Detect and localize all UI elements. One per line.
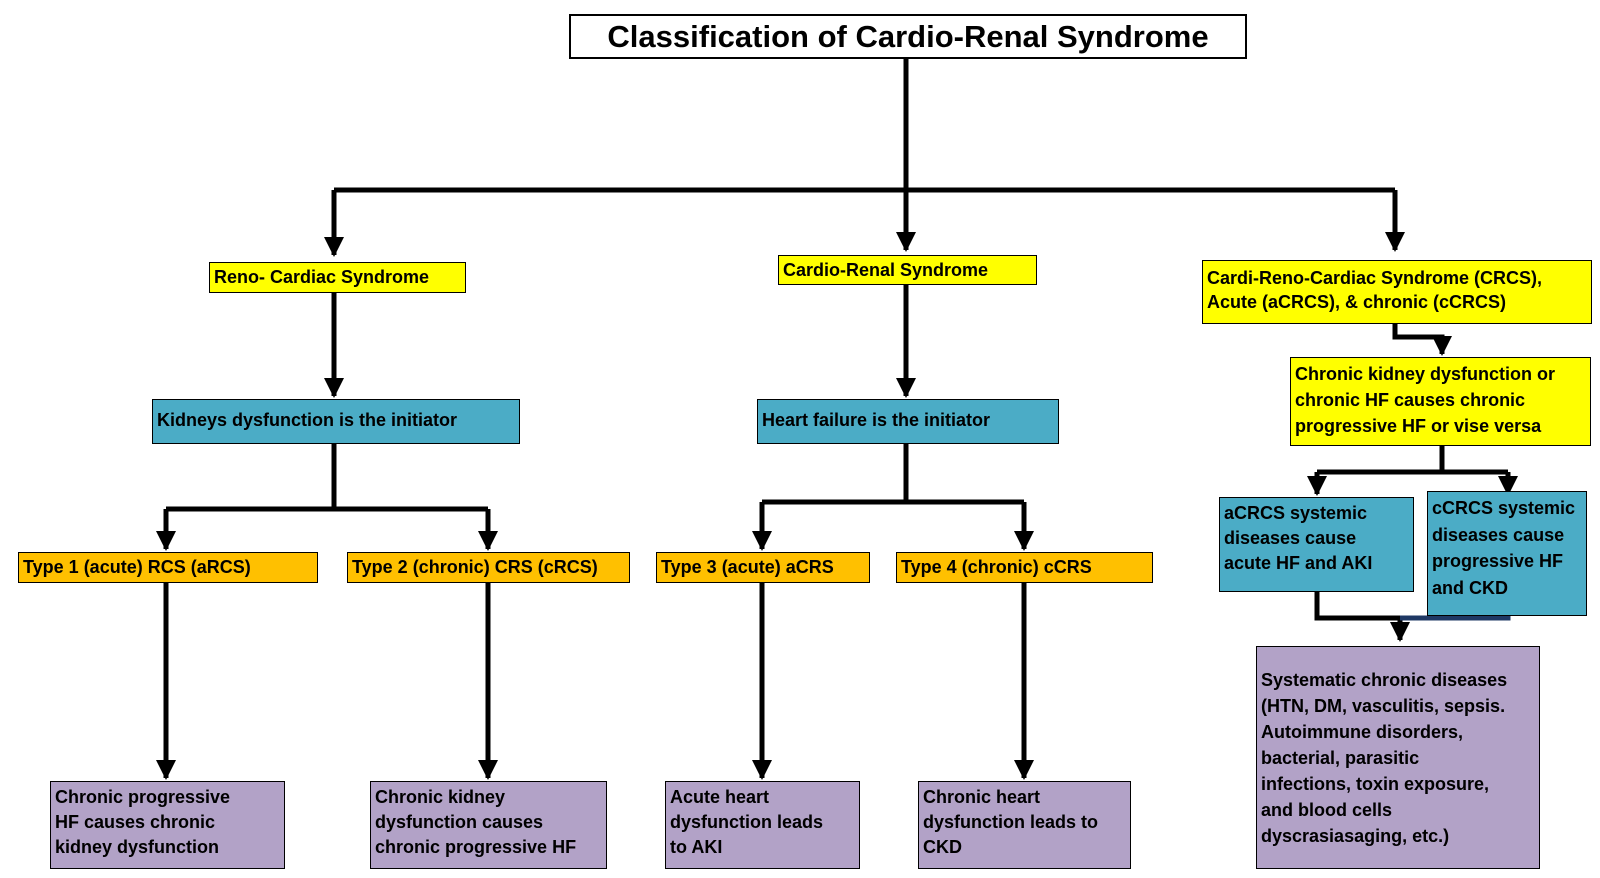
type4-outcome-box: Chronic heart dysfunction leads to CKD bbox=[918, 781, 1131, 869]
acrcs-box: aCRCS systemic diseases cause acute HF a… bbox=[1219, 497, 1414, 592]
type3-box: Type 3 (acute) aCRS bbox=[656, 552, 870, 583]
type2-outcome-box: Chronic kidney dysfunction causes chroni… bbox=[370, 781, 607, 869]
cardio-renal-syndrome-box: Cardio-Renal Syndrome bbox=[778, 255, 1037, 285]
type1-outcome-box: Chronic progressive HF causes chronic ki… bbox=[50, 781, 285, 869]
kidney-initiator-box: Kidneys dysfunction is the initiator bbox=[152, 399, 520, 444]
crcs-mechanism-box: Chronic kidney dysfunction or chronic HF… bbox=[1290, 357, 1591, 446]
type3-outcome-box: Acute heart dysfunction leads to AKI bbox=[665, 781, 860, 869]
type1-box: Type 1 (acute) RCS (aRCS) bbox=[18, 552, 318, 583]
crcs-box: Cardi-Reno-Cardiac Syndrome (CRCS), Acut… bbox=[1202, 260, 1592, 324]
type2-box: Type 2 (chronic) CRS (cRCS) bbox=[347, 552, 630, 583]
ccrcs-box: cCRCS systemic diseases cause progressiv… bbox=[1427, 491, 1587, 616]
connector-crcs-to-mechanism bbox=[1392, 324, 1452, 356]
connector-ccrcs-down bbox=[1400, 615, 1511, 621]
reno-cardiac-syndrome-box: Reno- Cardiac Syndrome bbox=[209, 262, 466, 293]
heart-initiator-box: Heart failure is the initiator bbox=[757, 399, 1059, 444]
type4-box: Type 4 (chronic) cCRS bbox=[896, 552, 1153, 583]
connector-acrcs-down bbox=[1314, 592, 1400, 621]
diagram-title: Classification of Cardio-Renal Syndrome bbox=[569, 14, 1247, 59]
systemic-diseases-box: Systematic chronic diseases (HTN, DM, va… bbox=[1256, 646, 1540, 869]
